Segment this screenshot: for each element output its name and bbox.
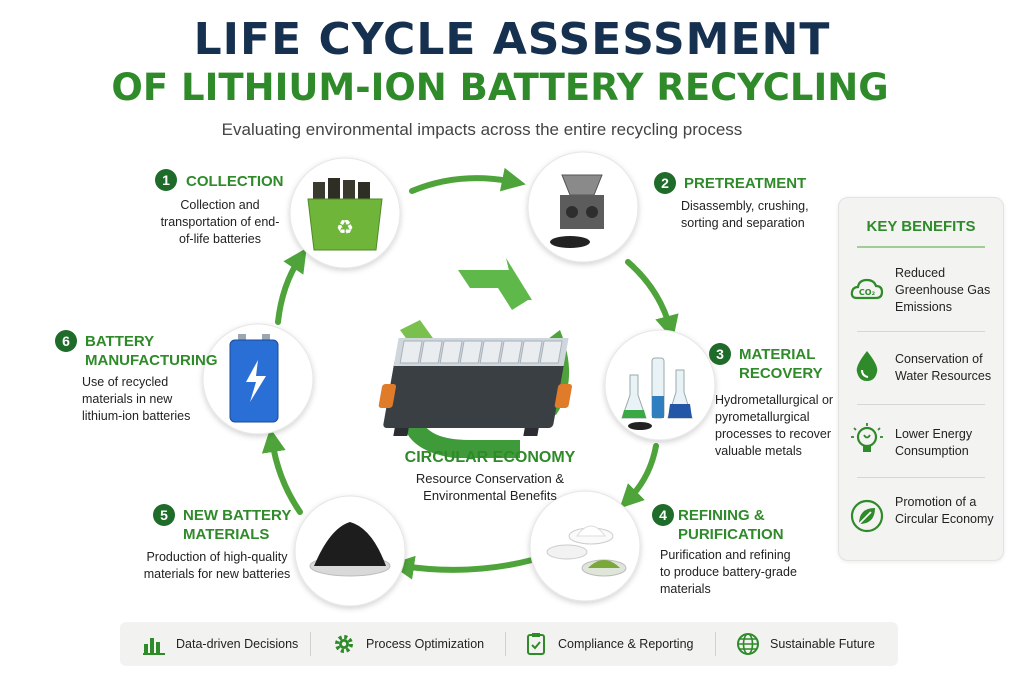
stage-3-description: Hydrometallurgical or pyrometallurgical … xyxy=(715,393,834,458)
feature-label: Data-driven Decisions xyxy=(176,637,299,651)
svg-text:CO₂: CO₂ xyxy=(859,288,876,297)
feature-label: Compliance & Reporting xyxy=(558,637,694,651)
stage-6-number: 6 xyxy=(55,330,77,352)
stage-2-description: Disassembly, crushing, sorting and separ… xyxy=(681,199,809,230)
gear-icon xyxy=(335,635,353,653)
stage-6-image xyxy=(202,323,314,435)
arrow-2-to-3 xyxy=(625,259,679,340)
stage-5-description: Production of high-quality materials for… xyxy=(143,550,291,581)
stage-1-number: 1 xyxy=(155,169,177,191)
black-powder-icon xyxy=(309,522,391,577)
stage-1-title: COLLECTION xyxy=(186,173,284,190)
stage-4-title: REFINING & PURIFICATION xyxy=(678,507,784,543)
feature-compliance: Compliance & Reporting xyxy=(524,632,694,656)
circular-economy-title: CIRCULAR ECONOMY xyxy=(404,449,576,466)
bar-chart-icon xyxy=(143,638,165,655)
stage-2-number: 2 xyxy=(654,172,676,194)
feature-data-driven: Data-driven Decisions xyxy=(142,632,298,656)
cycle-ring-arrows xyxy=(261,167,679,580)
leaf-cycle-icon xyxy=(850,499,884,533)
stage-6-description: Use of recycled materials in new lithium… xyxy=(82,375,191,423)
benefit-label: Conservation of Water Resources xyxy=(895,352,992,383)
stage-5-title: NEW BATTERY MATERIALS xyxy=(183,507,292,543)
feature-sustainable: Sustainable Future xyxy=(736,632,875,656)
stage-5-image xyxy=(294,495,406,607)
arrow-4-to-5 xyxy=(390,555,535,580)
crusher-machine-icon xyxy=(550,174,604,248)
battery-cell-icon xyxy=(229,334,279,423)
feature-label: Sustainable Future xyxy=(770,637,875,651)
stage-3-image xyxy=(604,329,716,441)
recycling-bin-icon: ♻ xyxy=(307,178,383,251)
stage-2-image xyxy=(527,151,639,263)
page-tagline: Evaluating environmental impacts across … xyxy=(221,120,743,139)
page-subtitle-title: OF LITHIUM-ION BATTERY RECYCLING xyxy=(111,66,889,109)
divider xyxy=(857,477,985,478)
arrow-3-to-4 xyxy=(619,443,659,509)
battery-pack-recycle-icon xyxy=(378,258,572,458)
stage-4-description: Purification and refining to produce bat… xyxy=(660,548,797,596)
divider xyxy=(857,246,985,248)
stage-1-description: Collection and transportation of end-of-… xyxy=(160,198,280,246)
water-drop-icon xyxy=(856,351,878,381)
divider xyxy=(857,404,985,405)
powder-bowls-icon xyxy=(546,525,627,577)
clipboard-check-icon xyxy=(527,633,545,655)
key-benefits-title: KEY BENEFITS xyxy=(866,218,976,235)
separator xyxy=(310,632,311,656)
benefit-label: Promotion of a Circular Economy xyxy=(895,495,994,526)
separator xyxy=(505,632,506,656)
stage-4-image xyxy=(529,490,641,602)
benefit-label: Lower Energy Consumption xyxy=(895,427,973,458)
lightbulb-icon xyxy=(851,423,883,452)
feature-process-optimization: Process Optimization xyxy=(332,632,484,656)
arrow-6-to-1 xyxy=(275,248,307,325)
key-benefits-panel: KEY BENEFITS CO₂ Reduced Greenhouse Gas … xyxy=(838,197,1004,561)
co2-cloud-icon: CO₂ xyxy=(850,278,884,300)
bottom-feature-bar: Data-driven Decisions Process Optimizati… xyxy=(120,622,898,666)
stage-2-title: PRETREATMENT xyxy=(684,175,807,192)
benefit-label: Reduced Greenhouse Gas Emissions xyxy=(895,266,991,314)
stage-1-image: ♻ xyxy=(289,157,401,269)
circular-economy-description: Resource Conservation & Environmental Be… xyxy=(415,471,565,503)
stage-3-title: MATERIAL RECOVERY xyxy=(739,346,823,382)
globe-icon xyxy=(737,633,759,655)
page-title: LIFE CYCLE ASSESSMENT xyxy=(193,14,831,65)
stage-3-number: 3 xyxy=(709,343,731,365)
arrow-5-to-6 xyxy=(261,428,303,515)
arrow-1-to-2 xyxy=(409,167,526,194)
stage-5-number: 5 xyxy=(153,504,175,526)
svg-text:♻: ♻ xyxy=(336,215,354,239)
stage-4-number: 4 xyxy=(652,504,674,526)
separator xyxy=(715,632,716,656)
feature-label: Process Optimization xyxy=(366,637,485,651)
stage-6-title: BATTERY MANUFACTURING xyxy=(85,333,218,369)
lab-flasks-icon xyxy=(621,357,693,430)
divider xyxy=(857,331,985,332)
